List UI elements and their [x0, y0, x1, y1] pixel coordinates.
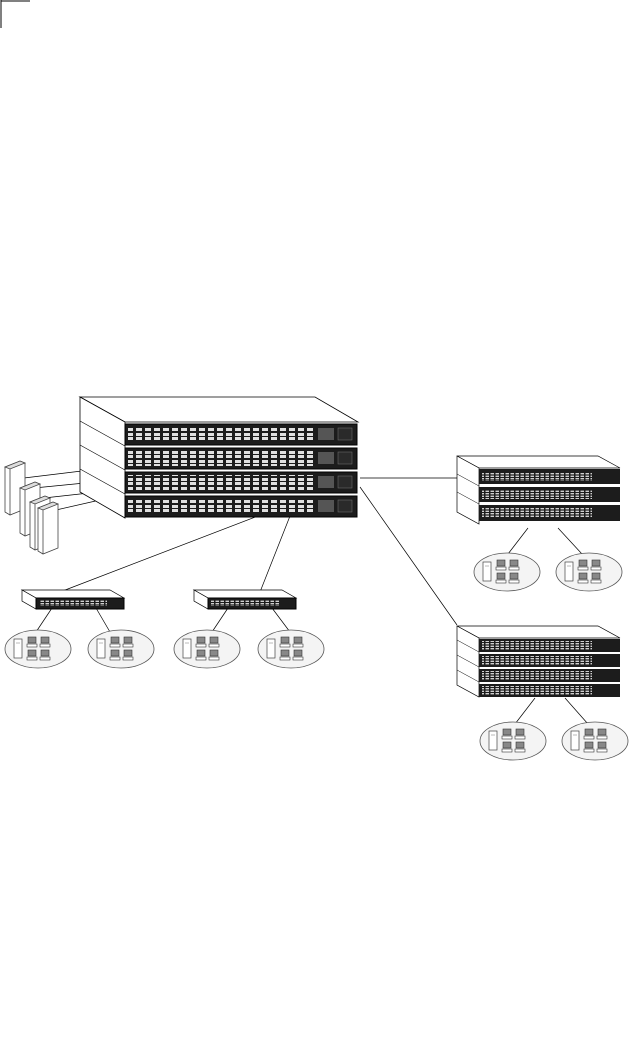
right-bottom-switch-stack [457, 626, 620, 697]
workgroup-7 [480, 722, 546, 760]
workgroup-1 [5, 630, 71, 668]
workgroup-3 [174, 630, 240, 668]
link-core-edge2 [260, 516, 290, 592]
workgroup-6 [556, 553, 622, 591]
workgroup-4 [258, 630, 324, 668]
edge-switch-2 [194, 590, 296, 609]
workgroup-5 [474, 553, 540, 591]
edge-switch-1 [22, 590, 124, 609]
link-core-right-bottom [360, 487, 457, 625]
workgroup-2 [88, 630, 154, 668]
network-diagram [0, 380, 631, 780]
page-corner-mark [0, 0, 30, 28]
workgroup-8 [562, 722, 628, 760]
core-switch-stack [80, 397, 358, 518]
link-core-edge1 [60, 516, 258, 592]
right-top-switch-stack [457, 456, 620, 524]
